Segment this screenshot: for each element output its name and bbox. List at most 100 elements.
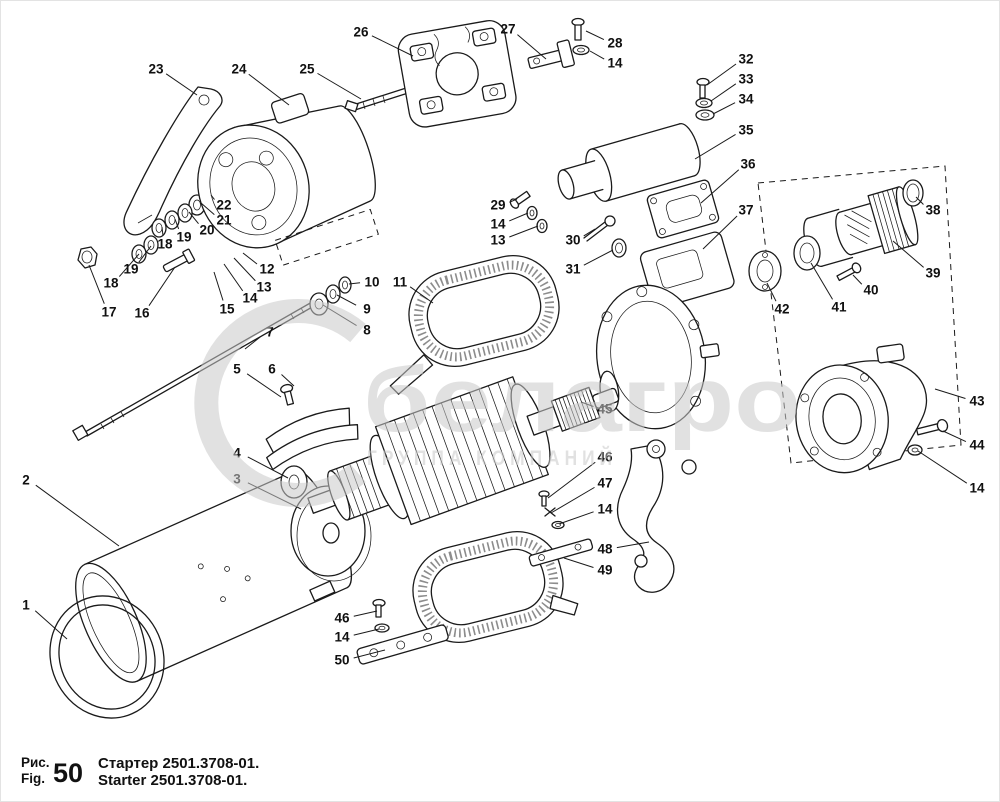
leader-line-19 [174,218,180,230]
leader-line-24 [248,73,290,106]
part-number-19: 19 [176,230,191,245]
part-number-46: 46 [597,450,613,465]
leader-line-14 [558,511,594,525]
part-number-22: 22 [216,198,231,213]
brush-holder-26 [397,20,517,128]
part-number-44: 44 [969,438,985,453]
leader-line-28 [585,30,605,41]
watermark-subtitle: ГРУППА КОМПАНИЙ [367,446,617,470]
part-number-21: 21 [216,213,232,228]
drive-clutch-39 [803,186,919,268]
leader-line-14 [917,450,968,484]
leader-line-46 [353,610,378,617]
leader-line-50 [353,649,386,659]
leader-line-29 [509,198,518,203]
leader-line-38 [915,196,924,205]
part-number-10: 10 [364,275,379,290]
leader-line-35 [694,134,736,160]
watermark-brand: белагро [363,349,801,451]
leader-line-23 [165,73,198,96]
leader-line-11 [409,286,434,304]
field-coil-lower [412,530,579,644]
leader-line-44 [942,430,967,443]
caption-title-en: Starter 2501.3708-01. [98,772,247,789]
plate-49 [528,538,594,567]
part-number-23: 23 [148,62,164,77]
part-number-48: 48 [597,542,613,557]
leader-line-7 [244,336,261,350]
leader-line-19 [138,245,152,263]
pin-30 [583,215,616,242]
drive-end-shield-24 [197,92,379,266]
part-number-8: 8 [363,323,371,338]
screws-46-47-14-mid [538,490,565,530]
part-number-11: 11 [393,275,408,290]
part-number-35: 35 [738,123,754,138]
part-number-43: 43 [969,394,985,409]
washer-14-right [907,444,923,456]
caption-title-ru: Стартер 2501.3708-01. [98,755,259,772]
screw-40 [836,262,862,282]
part-number-25: 25 [299,62,315,77]
part-number-2: 2 [22,473,30,488]
part-number-18: 18 [103,276,119,291]
solenoid-35 [557,122,701,202]
part-number-12: 12 [259,262,274,277]
caption-ru-label: Рис. [21,755,50,770]
leader-line-4 [247,456,289,479]
leader-line-6 [281,374,295,387]
part-number-14: 14 [334,630,350,645]
leader-line-37 [702,215,738,250]
screw-46-washer-14-bottom [372,598,390,633]
screw-28-washer-14 [571,17,590,56]
part-number-46: 46 [334,611,350,626]
leader-line-13 [233,257,256,282]
leader-line-27 [517,34,547,60]
part-number-42: 42 [774,302,789,317]
part-number-16: 16 [134,306,150,321]
part-number-50: 50 [334,653,349,668]
part-number-32: 32 [738,52,753,67]
part-number-20: 20 [199,223,214,238]
part-number-30: 30 [565,233,580,248]
part-number-6: 6 [268,362,276,377]
snap-ring-31 [611,238,627,258]
field-coil-upper-11 [389,254,560,395]
part-number-29: 29 [490,198,505,213]
part-number-4: 4 [233,446,241,461]
washers-41-42 [748,235,821,292]
leader-line-18 [161,226,164,236]
leader-line-12 [242,252,258,265]
leader-line-32 [706,63,737,86]
pole-shoe-5-screw-6 [265,383,359,471]
leader-line-31 [583,249,614,266]
part-number-40: 40 [863,283,878,298]
part-number-36: 36 [740,157,756,172]
ring-38 [902,179,924,207]
leader-line-17 [88,264,105,304]
leader-line-13 [509,225,539,238]
part-number-5: 5 [233,362,241,377]
leader-line-14 [509,212,529,222]
leader-line-48 [616,541,650,549]
leader-line-36 [700,169,740,204]
leader-line-39 [892,240,924,268]
part-number-9: 9 [363,302,371,317]
leader-line-5 [246,373,282,398]
terminal-strip-27 [527,39,575,69]
drawing-layer [49,17,962,719]
part-number-37: 37 [738,203,753,218]
caption-number: 50 [53,758,83,788]
figure-caption: Рис. Fig. 50 Стартер 2501.3708-01. Start… [21,755,259,789]
part-number-15: 15 [219,302,235,317]
leader-line-15 [213,271,224,301]
part-number-45: 45 [597,402,613,417]
leader-line-10 [348,282,361,285]
part-number-24: 24 [231,62,247,77]
leader-line-1 [34,610,68,640]
leader-line-49 [563,557,594,568]
leader-line-34 [712,102,736,115]
part-number-31: 31 [565,262,581,277]
